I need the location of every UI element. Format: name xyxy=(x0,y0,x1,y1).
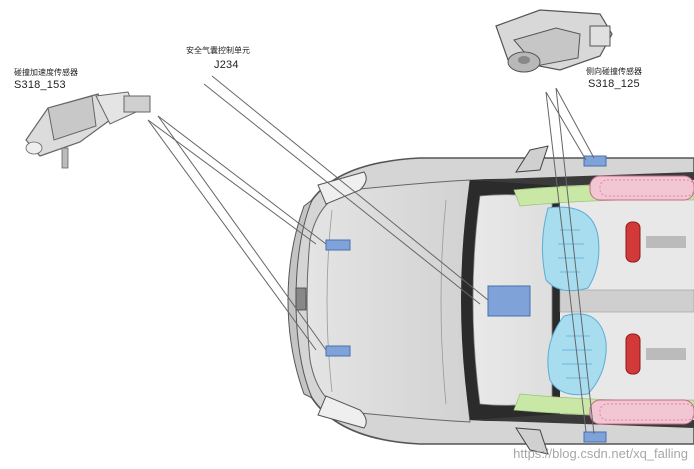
side-sensor-name: 侧向碰撞传感器 xyxy=(586,67,642,76)
side-sensor-left xyxy=(583,155,607,167)
control-unit-name: 安全气囊控制单元 xyxy=(186,46,250,55)
front-crash-sensor-illustration xyxy=(25,91,151,169)
seats xyxy=(589,175,694,425)
watermark-text: https://blog.csdn.net/xq_falling xyxy=(513,446,688,461)
side-sensor-code: S318_125 xyxy=(588,78,640,90)
control-unit-marker xyxy=(487,285,531,317)
leader-lines xyxy=(147,75,595,435)
front-left-crash-sensor xyxy=(325,239,351,251)
side-sensor-right xyxy=(583,431,607,443)
sensor-markers xyxy=(325,155,607,443)
front-sensor-name: 碰撞加速度传感器 xyxy=(14,68,78,77)
front-right-crash-sensor xyxy=(325,345,351,357)
side-crash-sensor-illustration xyxy=(495,9,613,73)
control-unit-code: J234 xyxy=(214,59,239,71)
front-sensor-code: S318_153 xyxy=(14,79,66,91)
